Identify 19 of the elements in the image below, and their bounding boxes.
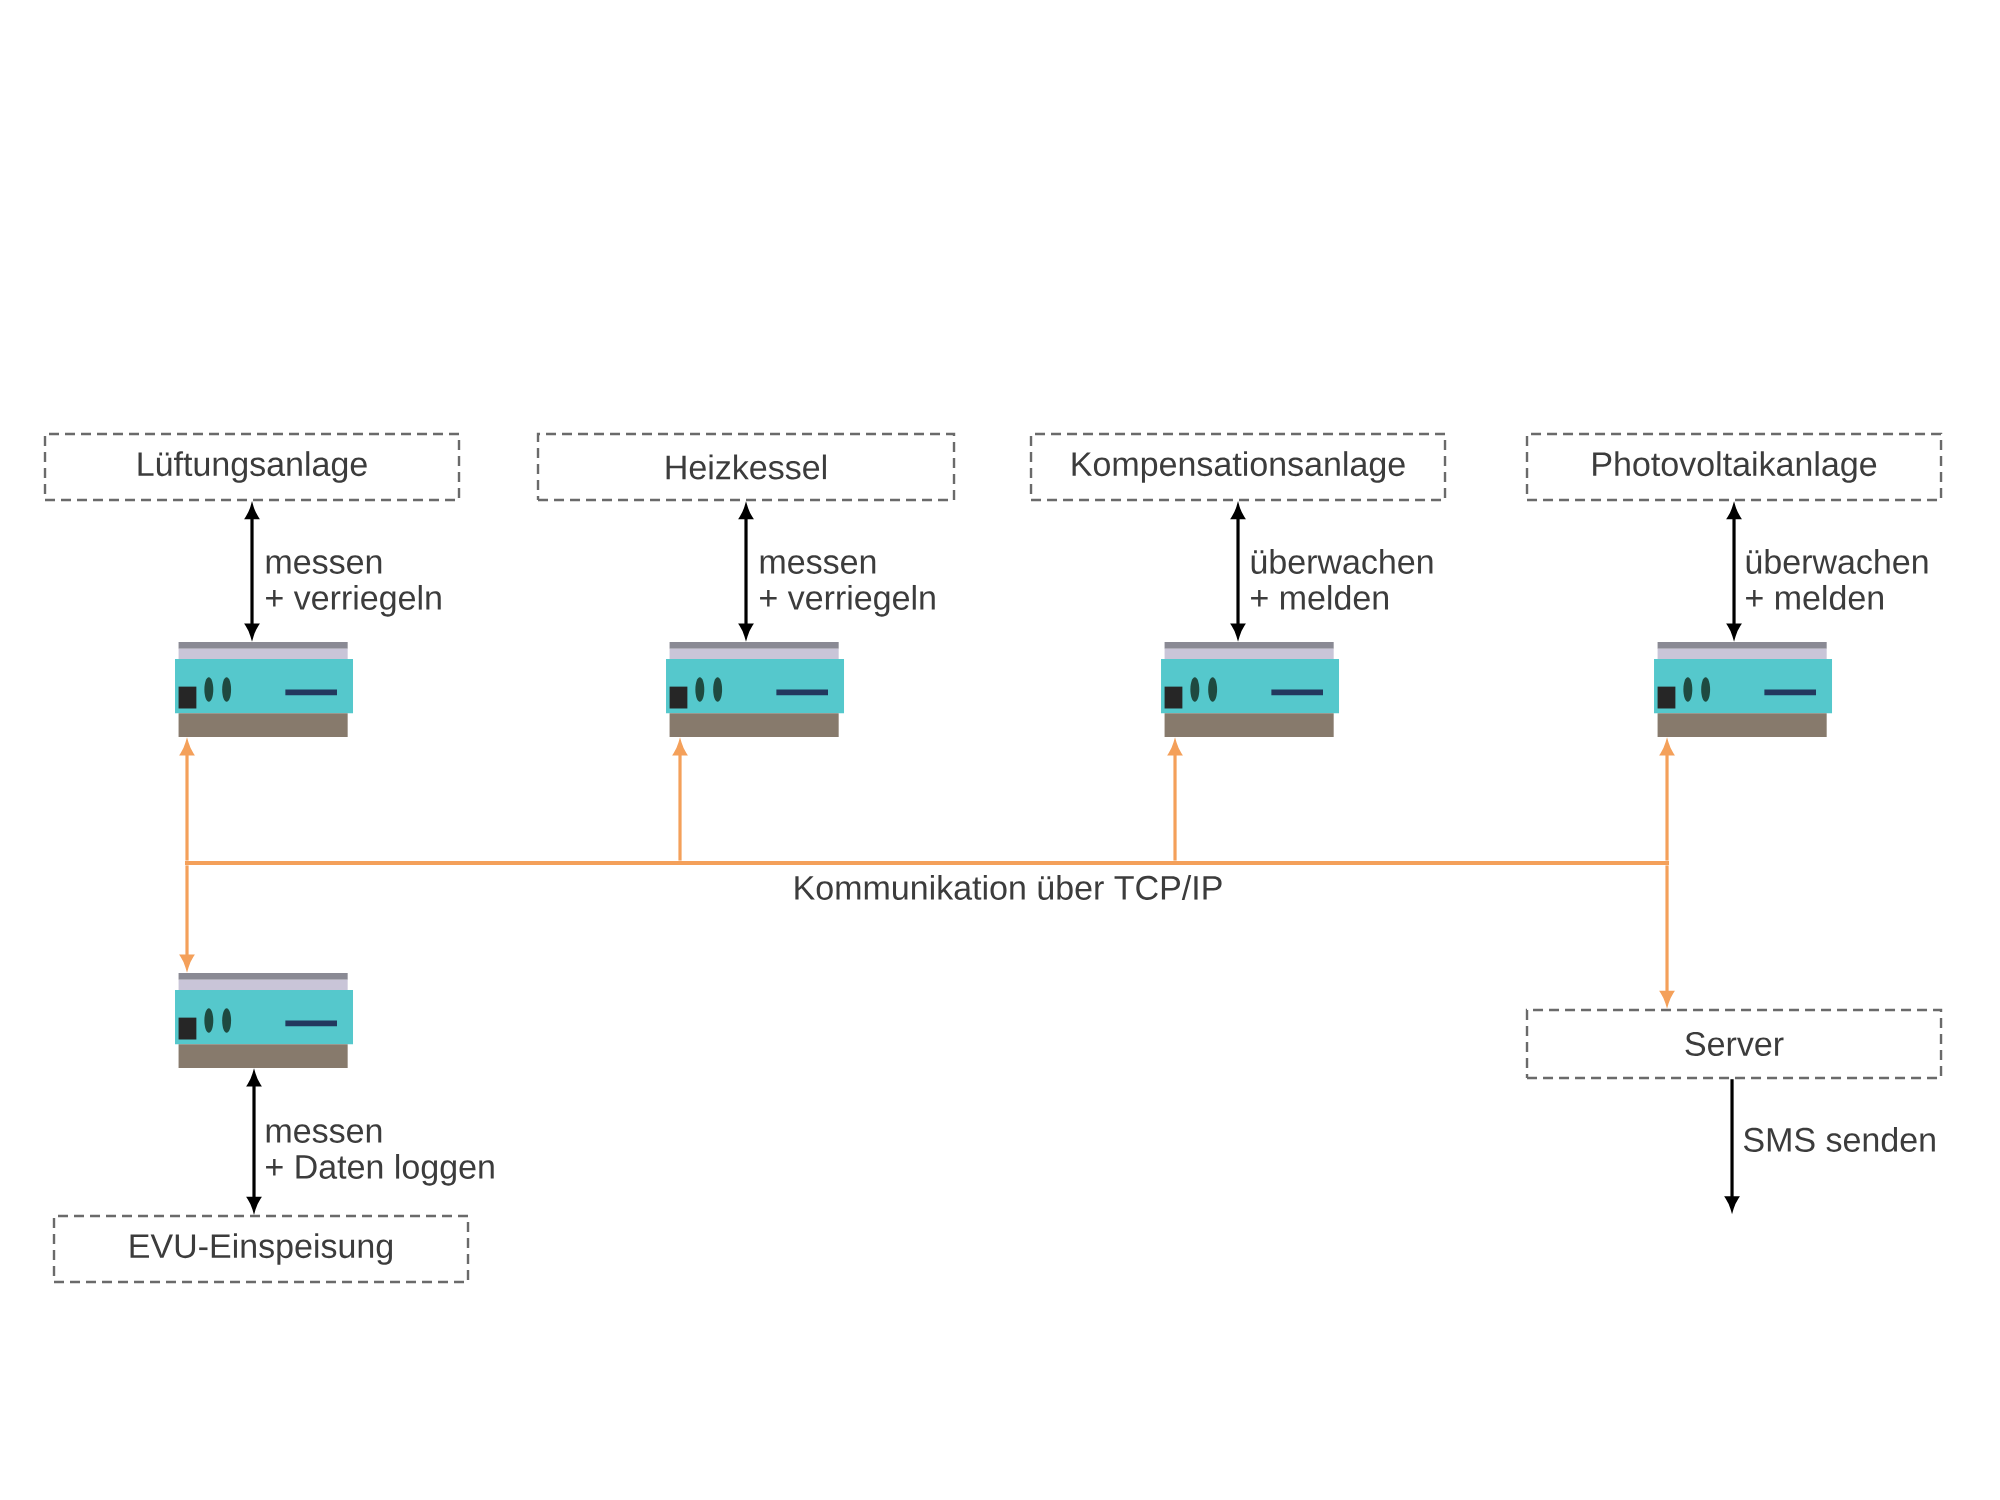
- system-box: Server: [1525, 1008, 1943, 1080]
- system-box: EVU-Einspeisung: [52, 1214, 470, 1284]
- edge-label: überwachen + melden: [1746, 548, 1928, 610]
- device-module: [1161, 642, 1339, 737]
- edge-label: SMS senden: [1743, 1126, 1935, 1152]
- device-module: [1654, 642, 1833, 737]
- system-box: Heizkessel: [536, 432, 956, 502]
- edge-label: messen + verriegeln: [266, 555, 441, 617]
- edge-label: messen + verriegeln: [760, 555, 935, 617]
- system-box: Photovoltaikanlage: [1525, 432, 1943, 502]
- system-box: Kompensationsanlage: [1029, 432, 1447, 502]
- device-module: [175, 642, 353, 737]
- arrow: [1725, 1079, 1739, 1211]
- device-module: [666, 642, 844, 737]
- edge-label: messen + Daten loggen: [266, 1124, 494, 1186]
- edge-label: überwachen + melden: [1251, 548, 1433, 610]
- bus-label: Kommunikation über TCP/IP: [795, 874, 1222, 900]
- system-box: Lüftungsanlage: [43, 432, 461, 502]
- device-module: [175, 973, 353, 1068]
